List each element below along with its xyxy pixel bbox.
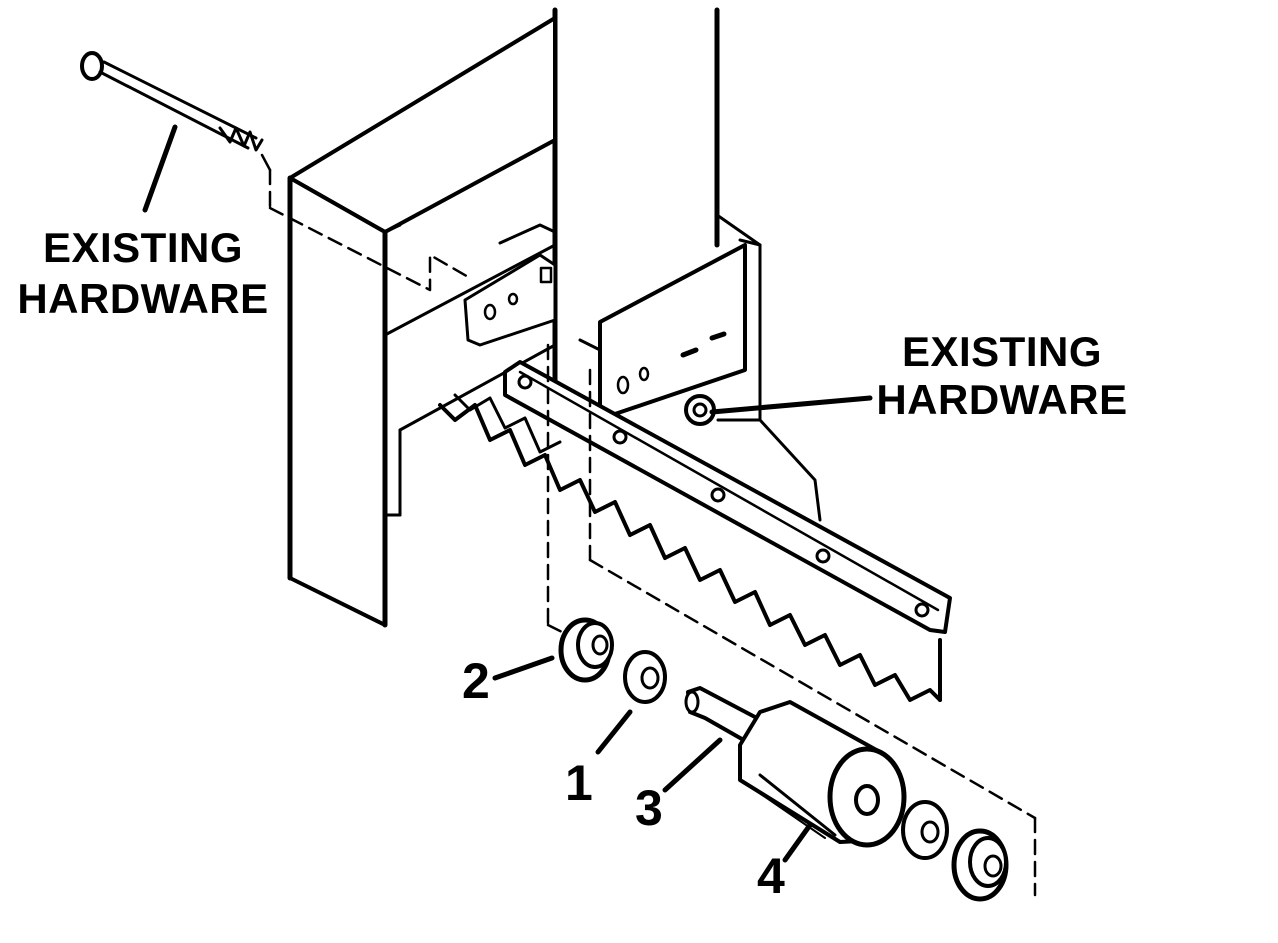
- label-existing-hardware-right-line1: EXISTING: [902, 328, 1102, 375]
- housing-frame: [287, 16, 557, 628]
- callout-3: 3: [635, 780, 663, 836]
- label-existing-hardware-left-line2: HARDWARE: [17, 275, 268, 322]
- part-2-bushing: [558, 617, 614, 683]
- dashed-assembly-lines: [268, 168, 1037, 897]
- callout-1: 1: [565, 755, 593, 811]
- callout-4: 4: [757, 848, 785, 904]
- leader-lines: [142, 124, 873, 863]
- label-existing-hardware-right-line2: HARDWARE: [876, 376, 1127, 423]
- rack-bar: [503, 360, 952, 634]
- washer-right: [901, 800, 949, 860]
- bushing-right: [951, 828, 1009, 902]
- serrated-rack: [438, 393, 942, 702]
- part-4-roller: [738, 700, 907, 848]
- part-1-washer: [623, 650, 667, 704]
- mounting-plate: [578, 238, 822, 522]
- label-existing-hardware-left-line1: EXISTING: [43, 224, 243, 271]
- bolt-existing-hardware: [80, 51, 272, 172]
- callout-2: 2: [462, 653, 490, 709]
- rear-bracket: [463, 223, 557, 347]
